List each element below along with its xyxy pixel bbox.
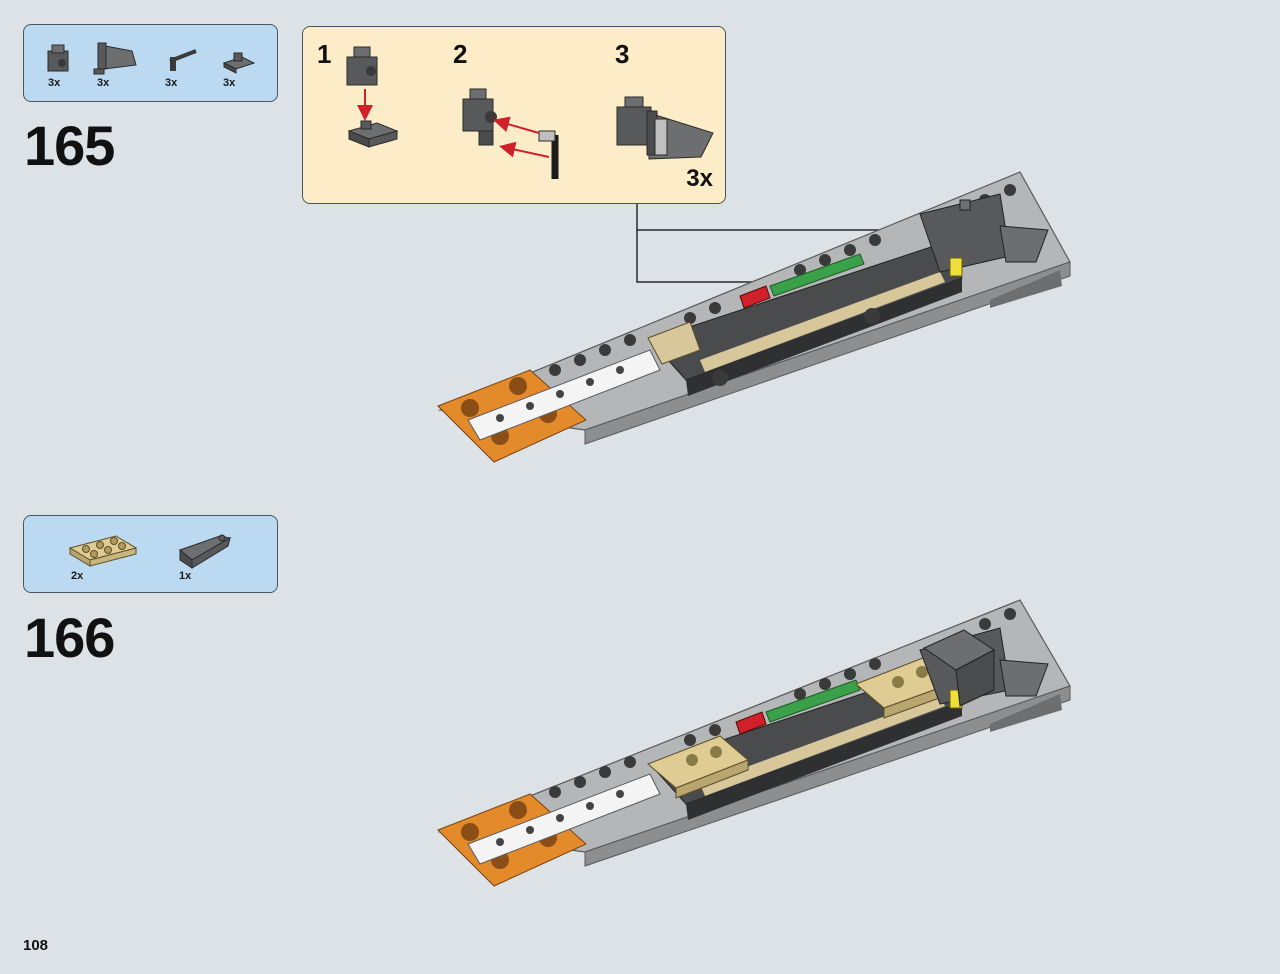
part-count: 3x bbox=[223, 77, 236, 89]
parts-list-illustrations bbox=[47, 42, 256, 75]
added-tan-plate bbox=[855, 655, 957, 719]
orange-plates bbox=[437, 369, 587, 463]
orange-plates bbox=[437, 793, 587, 887]
dark-gray-wedge-plate-icon bbox=[93, 42, 137, 75]
dark-gray-plate-with-clip-icon bbox=[222, 52, 256, 74]
sub-step-number: 1 bbox=[317, 39, 332, 69]
sub-step-2-illustration bbox=[462, 88, 559, 179]
parts-list-step-166: 2x 1x bbox=[23, 515, 278, 593]
part-count: 2x bbox=[71, 570, 84, 582]
dark-gray-brick-1x1-with-clip-icon bbox=[47, 44, 69, 72]
sub-assembly-callout: 1 2 3 bbox=[302, 26, 726, 204]
sub-step-1-illustration bbox=[346, 46, 399, 148]
dark-gray-plate-assembly bbox=[647, 243, 963, 396]
attached-wedge-clip-assemblies bbox=[919, 627, 1049, 709]
callout-illustrations bbox=[346, 46, 714, 179]
step-number-166: 166 bbox=[24, 606, 115, 669]
callout-connector-lines bbox=[636, 204, 956, 288]
part-count: 3x bbox=[165, 77, 178, 89]
added-tan-plate bbox=[647, 735, 749, 799]
dark-gray-bar-with-clip-icon bbox=[169, 49, 197, 71]
parts-list-step-165: 3x 3x 3x 3x bbox=[23, 24, 278, 102]
part-count: 3x bbox=[97, 77, 110, 89]
red-and-green-elements bbox=[735, 679, 861, 735]
sub-step-3-illustration bbox=[616, 96, 714, 160]
sub-step-number: 3 bbox=[615, 39, 630, 69]
dark-gray-inverted-slope-icon bbox=[179, 534, 232, 569]
step-number-165: 165 bbox=[24, 114, 115, 177]
gray-base-assembly bbox=[437, 171, 1071, 445]
page-number: 108 bbox=[23, 937, 49, 954]
white-plate bbox=[467, 773, 661, 865]
red-and-green-elements bbox=[739, 253, 865, 309]
gray-base-assembly bbox=[437, 599, 1071, 867]
dark-gray-plate-assembly bbox=[649, 667, 963, 820]
parts-list-illustrations bbox=[68, 534, 232, 569]
white-plate bbox=[467, 349, 661, 441]
tan-plate-2x3-icon bbox=[68, 535, 138, 567]
part-count: 1x bbox=[179, 570, 192, 582]
part-count: 3x bbox=[48, 77, 61, 89]
callout-multiplier: 3x bbox=[686, 165, 713, 192]
base-studs bbox=[549, 608, 1016, 798]
added-dark-gray-inverted-slope bbox=[922, 629, 995, 707]
sub-step-number: 2 bbox=[453, 39, 468, 69]
attached-wedge-clip-assemblies bbox=[919, 193, 1049, 277]
base-studs bbox=[549, 184, 1016, 376]
